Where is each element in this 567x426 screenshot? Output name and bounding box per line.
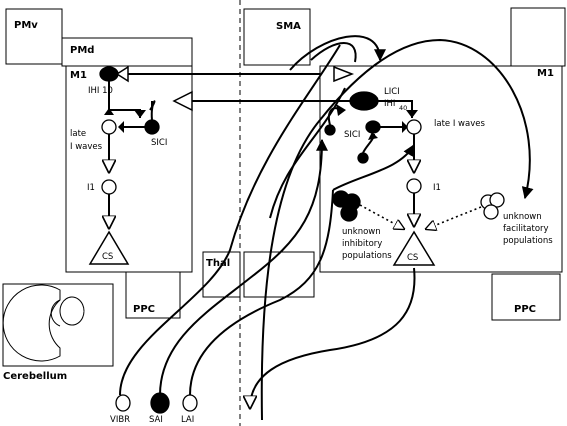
lai-label: LAI bbox=[181, 415, 194, 425]
left-ihi-neuron bbox=[99, 66, 119, 82]
facilitatory-label-1: unknown bbox=[503, 212, 542, 222]
ppc-right-label: PPC bbox=[514, 304, 536, 315]
sai-node bbox=[150, 392, 170, 414]
m1-left-label: M1 bbox=[70, 70, 87, 81]
left-ihi-label: IHI 10 bbox=[88, 86, 113, 96]
right-late-i-waves-neuron bbox=[406, 119, 422, 135]
ppc-left-box: PPC bbox=[125, 271, 181, 319]
right-cs-label: CS bbox=[407, 253, 418, 263]
right-lici-label: LICI bbox=[384, 87, 400, 97]
cerebellum-box: Cerebellum bbox=[2, 283, 114, 382]
vibr-node bbox=[115, 394, 131, 412]
left-cs-label: CS bbox=[102, 252, 113, 262]
thal-label: Thal bbox=[206, 258, 230, 269]
right-ihi-input-arrow bbox=[333, 65, 355, 83]
right-cs-neuron bbox=[392, 230, 436, 266]
sma-box: SMA bbox=[243, 8, 311, 66]
left-late-label-2: I waves bbox=[70, 142, 103, 152]
right-small-inhibitory-1 bbox=[324, 124, 336, 136]
sma-descending bbox=[269, 87, 346, 219]
cerebellum-left-lobe bbox=[2, 284, 61, 362]
vibr-label: VIBR bbox=[110, 415, 130, 425]
facilitatory-label-3: populations bbox=[503, 236, 553, 246]
ppc-left-label: PPC bbox=[133, 304, 155, 315]
left-late-label-1: late bbox=[70, 129, 86, 139]
inhibitory-label-1: unknown bbox=[342, 227, 381, 237]
left-i1-neuron bbox=[101, 179, 117, 195]
left-i1-label: I1 bbox=[87, 183, 95, 193]
right-late-label: late I waves bbox=[434, 119, 485, 129]
right-small-inhibitory-2 bbox=[357, 152, 369, 164]
inhibitory-label-2: inhibitory bbox=[342, 239, 382, 249]
sai-fiber bbox=[159, 138, 328, 396]
unknown-facilitatory-populations bbox=[480, 192, 505, 220]
right-i1-neuron bbox=[406, 178, 422, 194]
left-sici-label: SICI bbox=[151, 138, 167, 148]
cerebellum-right-lobe bbox=[59, 296, 85, 326]
left-cs-neuron bbox=[88, 230, 130, 265]
cs-output-fiber bbox=[250, 267, 416, 408]
cerebellum-label: Cerebellum bbox=[3, 371, 67, 382]
m1-right-label: M1 bbox=[537, 68, 554, 79]
vibr-fiber bbox=[260, 38, 534, 421]
pmd-label: PMd bbox=[70, 45, 94, 56]
right-lici-neuron bbox=[349, 91, 379, 111]
inhibitory-label-3: populations bbox=[342, 251, 392, 261]
facilitatory-label-2: facilitatory bbox=[503, 224, 549, 234]
right-ihi-label: IHI bbox=[384, 99, 395, 109]
vibr-ascending bbox=[119, 44, 341, 396]
unknown-inhibitory-populations bbox=[332, 190, 361, 222]
pmd-right-box bbox=[510, 7, 566, 67]
sai-label: SAI bbox=[149, 415, 163, 425]
right-i1-label: I1 bbox=[433, 183, 441, 193]
sma-loop-1 bbox=[310, 42, 357, 63]
thal-box: Thal bbox=[202, 251, 315, 298]
inhibitory-to-cs bbox=[359, 204, 404, 229]
sma-to-right-m1 bbox=[289, 35, 386, 71]
right-ihi-sub: 40 bbox=[399, 104, 407, 112]
left-ihi-input-arrow bbox=[172, 90, 193, 112]
left-sici-neuron bbox=[144, 119, 160, 135]
left-late-i-waves-neuron bbox=[101, 119, 117, 135]
lai-node bbox=[182, 394, 198, 412]
right-sici-neuron bbox=[365, 120, 381, 134]
ppc-right-box: PPC bbox=[491, 273, 561, 321]
sma-label: SMA bbox=[276, 21, 301, 32]
left-ihi-terminal bbox=[104, 108, 114, 115]
right-sici-label: SICI bbox=[344, 130, 360, 140]
m1-left-box: M1 bbox=[65, 65, 193, 273]
pmv-box: PMv bbox=[5, 8, 63, 65]
pmd-box: PMd bbox=[61, 37, 193, 67]
pmv-label: PMv bbox=[14, 20, 38, 31]
lai-fiber bbox=[189, 189, 334, 396]
